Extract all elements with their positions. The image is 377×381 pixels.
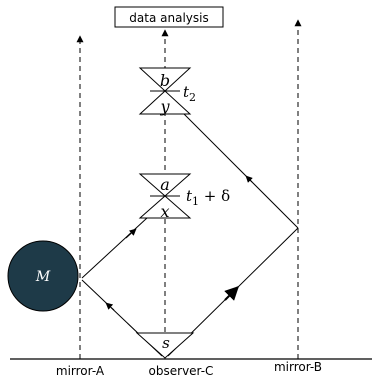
event-upper: b y t2 [138,67,196,116]
arrow-left-upper [125,228,137,239]
data-analysis-label: data analysis [129,11,208,25]
arrow-left-lower [105,302,115,311]
event-middle: a x t1 + δ [138,173,230,221]
event-upper-top-label: b [160,71,170,90]
data-analysis-box: data analysis [114,6,224,28]
source-s: s [135,332,195,359]
event-upper-time-label: t2 [183,83,196,104]
source-label: s [162,334,170,352]
mirror-b-label: mirror-B [274,360,322,374]
observer-c-label: observer-C [149,364,214,378]
event-middle-bottom-label: x [160,202,169,221]
mass-label: M [35,269,51,285]
light-path-mirror-b-to-y [173,103,299,229]
event-middle-time-label: t1 + δ [186,187,230,208]
arrow-right-lower [224,286,239,301]
mirror-a-label: mirror-A [56,364,105,378]
arrow-right-upper [245,175,253,183]
event-upper-bottom-label: y [159,97,170,116]
mass-m: M [7,240,79,312]
event-middle-top-label: a [160,175,170,194]
